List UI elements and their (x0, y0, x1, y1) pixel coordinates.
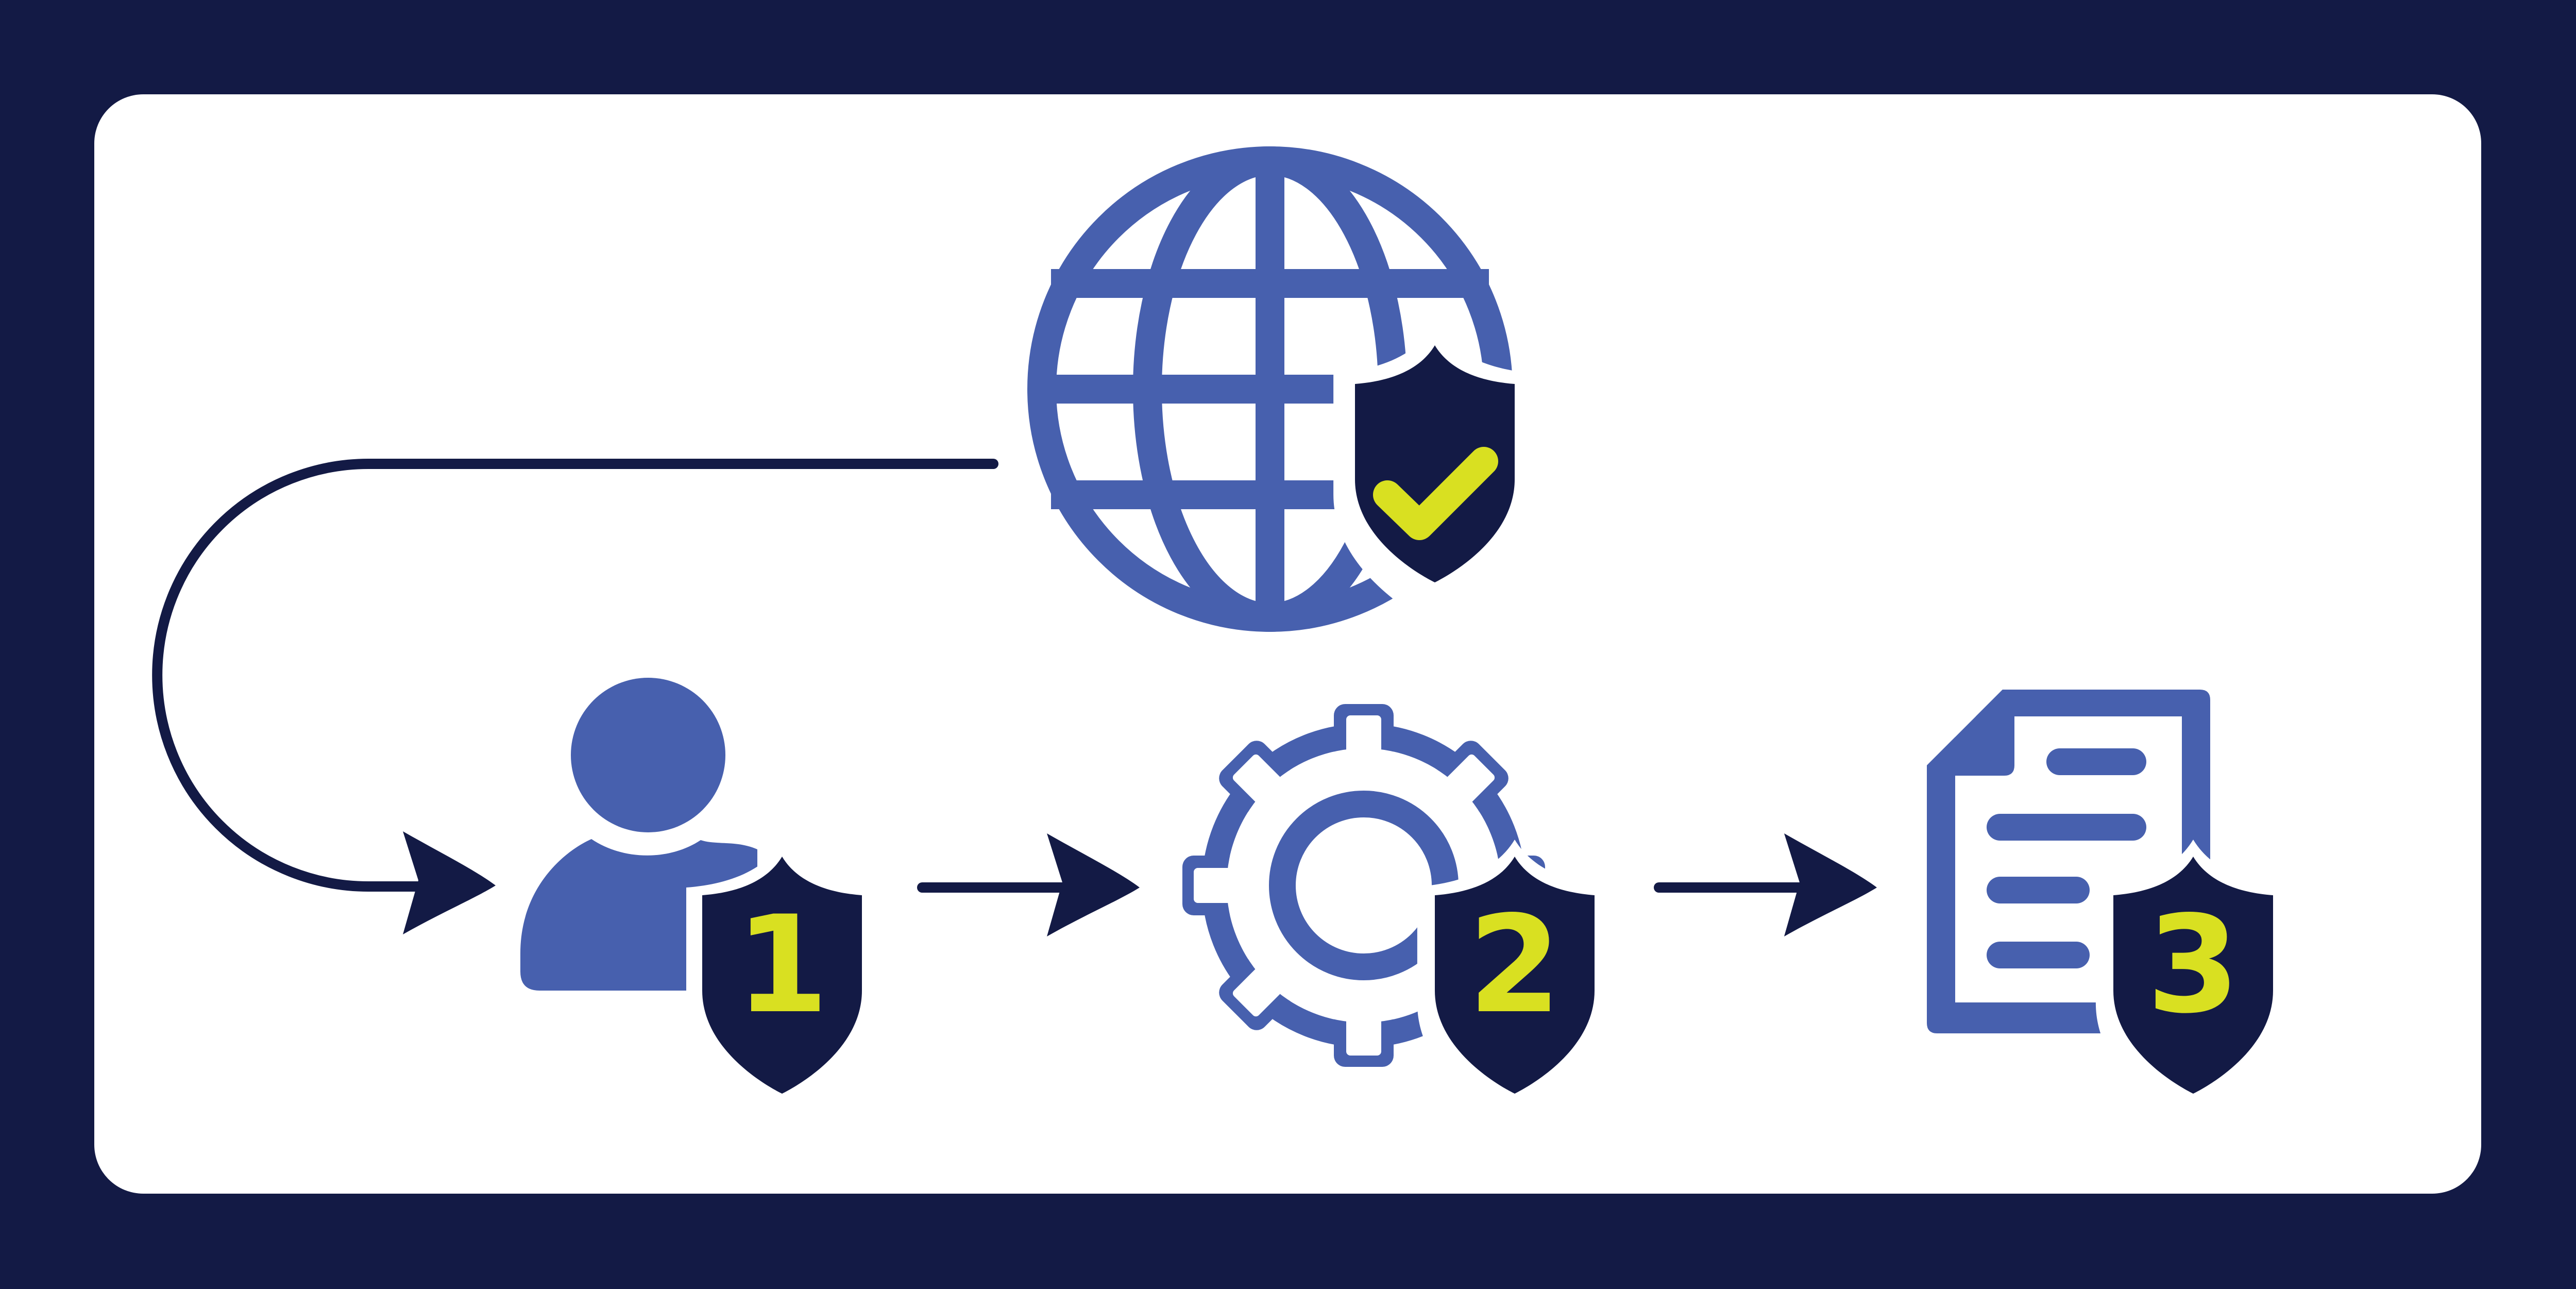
step-1-number: 1 (736, 888, 829, 1043)
arrow-step-2-to-3 (1654, 833, 1877, 936)
check-icon (1373, 447, 1498, 540)
step-3-number: 3 (2147, 888, 2240, 1043)
arrow-step-1-to-2 (917, 833, 1140, 936)
step-3-shield-badge: 3 (2113, 857, 2273, 1094)
step-2-shield-badge: 2 (1435, 857, 1595, 1094)
globe-shield-badge (1355, 345, 1515, 582)
return-connector (152, 459, 998, 892)
step-1-shield-badge: 1 (702, 857, 862, 1094)
step-2-number: 2 (1468, 888, 1562, 1043)
